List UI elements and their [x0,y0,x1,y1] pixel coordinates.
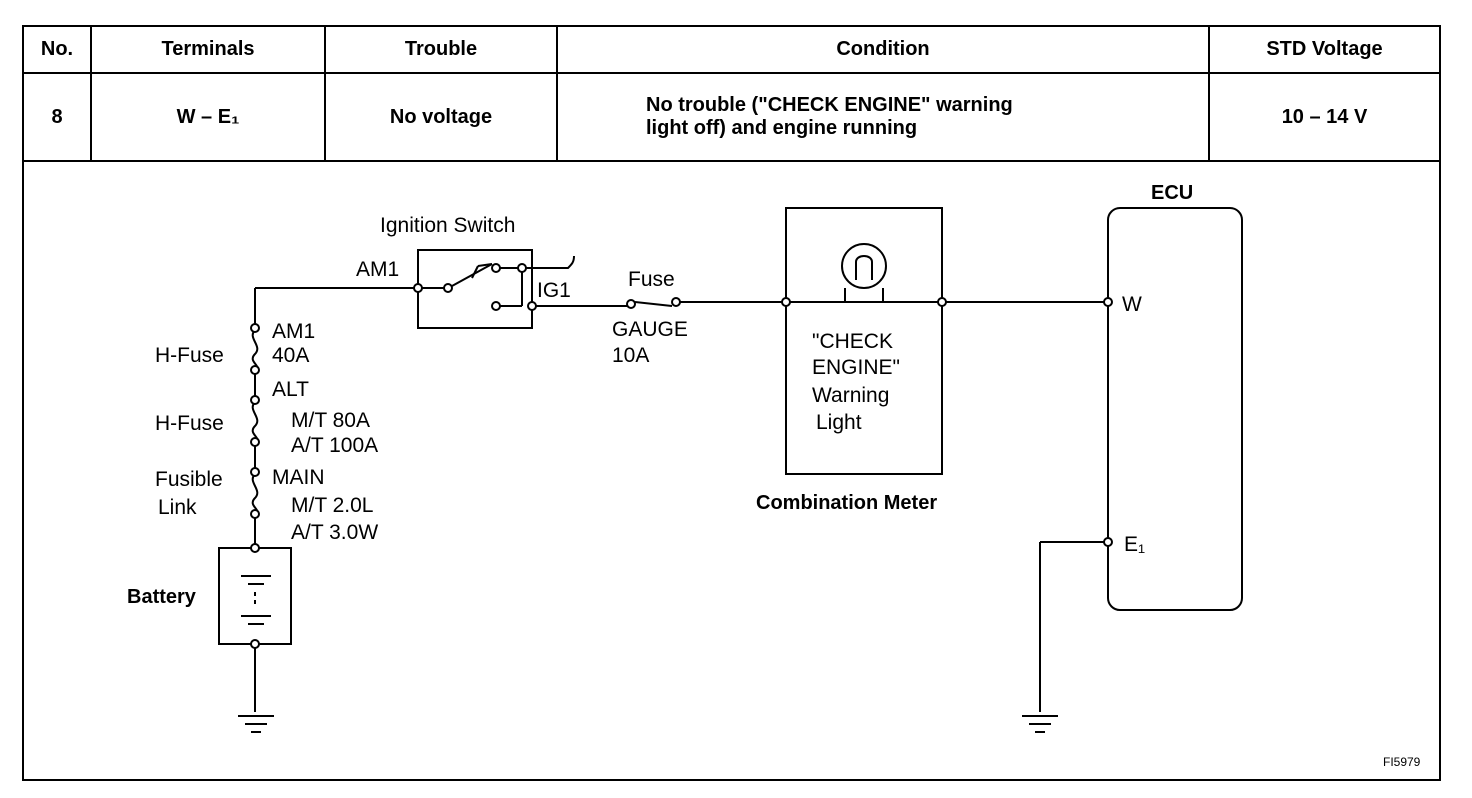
col-divider-1 [90,25,92,162]
fusible-link-symbol [251,473,259,515]
battery-label: Battery [127,586,197,608]
hfuse1-name: AM1 [272,320,315,343]
terminal-node [250,543,260,553]
fusible-link-rating-mt: M/T 2.0L [291,494,373,517]
combination-meter-label: Combination Meter [756,492,937,514]
table-header-divider [22,72,1441,74]
ecu-w-terminal-label: W [1122,293,1142,316]
header-trouble: Trouble [404,38,478,60]
diagnostic-sheet-frame [22,25,1441,781]
table-bottom-divider [22,160,1441,162]
header-std-voltage: STD Voltage [1266,38,1383,60]
fusible-link-label-1: Fusible [155,468,223,491]
hfuse1-symbol [251,329,259,371]
terminal-node [250,639,260,649]
meter-label-line-1: "CHECK [812,330,893,353]
hfuse2-label: H-Fuse [155,412,224,435]
ecu-label: ECU [1151,182,1193,204]
col-divider-2 [324,25,326,162]
condition-line-2: light off) and engine running [646,117,918,139]
ignition-switch-label: Ignition Switch [380,214,515,237]
terminal-node [413,283,423,293]
fusible-link-rating-at: A/T 3.0W [291,521,378,544]
gauge-fuse-link [634,301,673,307]
fusible-link-label-2: Link [158,496,197,519]
hfuse1-rating: 40A [272,344,309,367]
ecu-e1-terminal-label: E₁ [1124,533,1145,556]
terminal-node [517,263,527,273]
row-std-voltage: 10 – 14 V [1281,105,1368,128]
terminal-node [626,299,636,309]
fuse-label: Fuse [628,268,675,291]
terminal-node [781,297,791,307]
terminal-node [671,297,681,307]
terminal-node [443,283,453,293]
fusible-link-name: MAIN [272,466,325,489]
terminal-node [1103,297,1113,307]
figure-reference: FI5979 [1383,755,1421,769]
hfuse2-name: ALT [272,378,309,401]
ecu-box [1107,207,1243,611]
terminal-node [527,301,537,311]
meter-label-line-3: Warning [812,384,889,407]
hfuse1-label: H-Fuse [155,344,224,367]
combination-meter-box [785,207,943,475]
header-terminals: Terminals [161,38,255,60]
ig1-terminal-label: IG1 [537,279,571,302]
hfuse2-rating-mt: M/T 80A [291,409,370,432]
terminal-node [491,301,501,311]
warning-lamp-symbol [841,243,887,289]
terminal-node [250,395,260,405]
condition-line-1: No trouble ("CHECK ENGINE" warning [646,94,1013,116]
terminal-node [250,467,260,477]
terminal-node [491,263,501,273]
header-no: No. [40,38,74,60]
col-divider-3 [556,25,558,162]
fuse-rating: 10A [612,344,649,367]
meter-label-line-4: Light [816,411,862,434]
col-divider-4 [1208,25,1210,162]
am1-terminal-label: AM1 [356,258,399,281]
row-terminals: W – E₁ [176,105,240,128]
meter-label-line-2: ENGINE" [812,356,900,379]
terminal-node [250,437,260,447]
terminal-node [250,509,260,519]
terminal-node [250,365,260,375]
terminal-node [937,297,947,307]
fuse-name: GAUGE [612,318,688,341]
header-condition: Condition [836,38,930,60]
terminal-node [1103,537,1113,547]
row-condition: No trouble ("CHECK ENGINE" warning light… [558,74,1208,160]
terminal-node [250,323,260,333]
hfuse2-rating-at: A/T 100A [291,434,378,457]
row-no: 8 [51,105,63,128]
hfuse2-symbol [251,401,259,443]
row-trouble: No voltage [389,105,493,128]
